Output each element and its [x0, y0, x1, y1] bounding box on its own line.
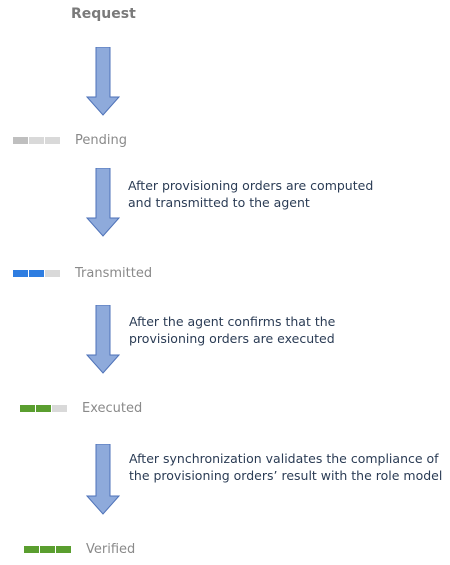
status-bar-segment	[40, 546, 55, 553]
status-bar-segment	[56, 546, 71, 553]
status-label: Verified	[86, 542, 136, 557]
diagram-title: Request	[71, 6, 136, 22]
status-bar-segment	[45, 137, 60, 144]
note-line: the provisioning orders’ result with the…	[129, 468, 443, 483]
transition-note: After the agent confirms that the provis…	[129, 313, 335, 347]
note-line: and transmitted to the agent	[128, 195, 310, 210]
status-bar-segment	[29, 270, 44, 277]
status-bar-segment	[24, 546, 39, 553]
status-label: Executed	[82, 401, 143, 416]
status-bar-segment	[52, 405, 67, 412]
status-executed: Executed	[20, 401, 240, 419]
status-bar-segment	[13, 137, 28, 144]
status-transmitted: Transmitted	[13, 266, 233, 284]
transition-note: After synchronization validates the comp…	[129, 450, 442, 484]
transition-note: After provisioning orders are computed a…	[128, 177, 373, 211]
status-bar-segment	[36, 405, 51, 412]
note-line: provisioning orders are executed	[129, 331, 335, 346]
note-line: After provisioning orders are computed	[128, 178, 374, 193]
status-bar-segment	[13, 270, 28, 277]
note-line: After synchronization validates the comp…	[129, 451, 439, 466]
status-bar-segment	[20, 405, 35, 412]
note-line: After the agent confirms that the	[129, 314, 336, 329]
status-label: Pending	[75, 133, 127, 148]
arrow-down-icon	[86, 305, 120, 375]
arrow-down-icon	[86, 47, 120, 117]
arrow-down-icon	[86, 444, 120, 516]
status-bar-segment	[29, 137, 44, 144]
status-bar-segment	[45, 270, 60, 277]
arrow-down-icon	[86, 168, 120, 238]
status-pending: Pending	[13, 133, 213, 151]
status-verified: Verified	[24, 542, 244, 560]
status-label: Transmitted	[75, 266, 153, 281]
